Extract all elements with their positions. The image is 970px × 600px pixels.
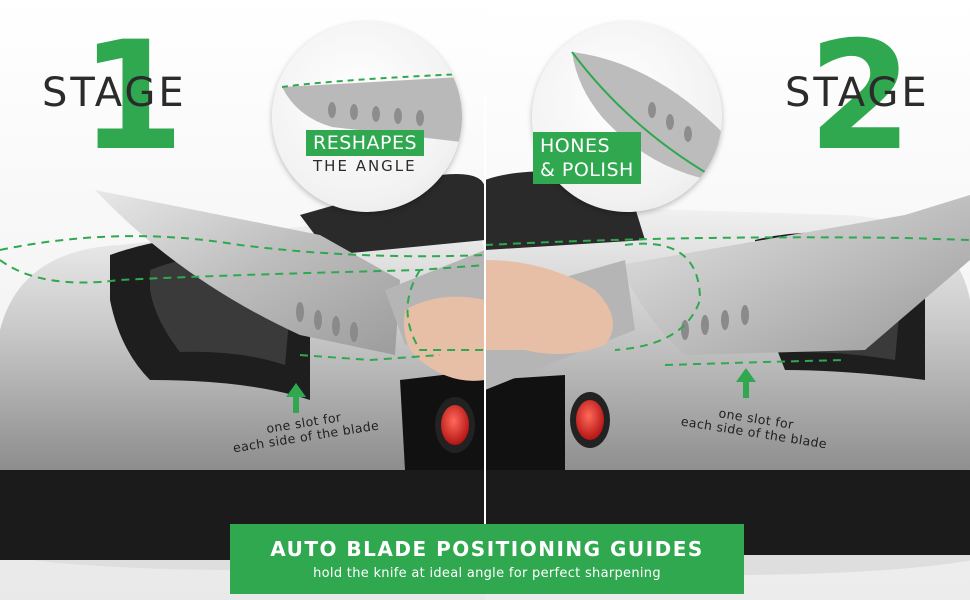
stage-1-number: 1 — [80, 10, 185, 184]
banner-title: AUTO BLADE POSITIONING GUIDES — [270, 537, 704, 561]
stage-1-title: STAGE — [42, 70, 187, 116]
knife-blade — [95, 190, 400, 355]
panel-divider — [484, 95, 486, 525]
stage-1-sharpener-illustration — [0, 174, 485, 570]
guide-arrow-icon — [736, 368, 756, 398]
stage-2-panel: 2 STAGE HONES & POLISH one slot for each… — [485, 0, 970, 600]
stage-2-number: 2 — [808, 10, 913, 184]
power-switch — [576, 400, 604, 440]
stage-1-panel: 1 STAGE RESHAPES THE ANGLE one slot for … — [0, 0, 485, 600]
stage-2-tag-line2: & POLISH — [540, 159, 634, 181]
blade-closeup-icon — [281, 73, 462, 142]
banner-subtitle: hold the knife at ideal angle for perfec… — [313, 566, 661, 581]
stage-1-tag-reshapes: RESHAPES — [306, 130, 425, 156]
auto-guides-banner: AUTO BLADE POSITIONING GUIDES hold the k… — [230, 524, 744, 594]
stage-2-title: STAGE — [785, 70, 930, 116]
guide-arrow-icon — [286, 383, 306, 413]
stage-1-detail-bubble — [272, 22, 462, 212]
hand — [404, 296, 485, 381]
power-switch — [441, 405, 469, 445]
blade-closeup-icon — [571, 51, 722, 183]
stage-2-tag-hones: HONES & POLISH — [533, 132, 641, 184]
stage-2-tag-line1: HONES — [540, 135, 611, 157]
stage-1-tag-angle: THE ANGLE — [313, 157, 417, 175]
